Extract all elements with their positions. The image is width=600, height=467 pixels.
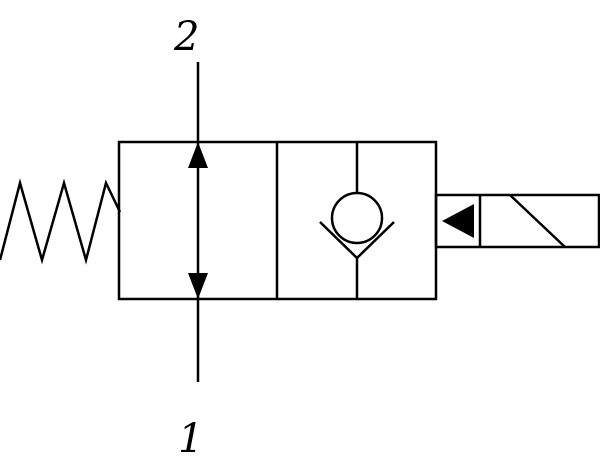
solenoid-arrow-icon <box>442 204 474 238</box>
port-label-bottom: 1 <box>178 416 203 462</box>
port-label-top: 2 <box>173 14 199 60</box>
flow-arrowhead-down <box>188 273 208 299</box>
solenoid-coil-line <box>509 194 566 248</box>
flow-arrowhead-up <box>188 142 208 168</box>
check-valve-ball <box>330 191 384 245</box>
spring-actuator <box>0 178 122 265</box>
solenoid-actuator-box <box>434 193 600 249</box>
check-valve-seat <box>319 221 395 260</box>
